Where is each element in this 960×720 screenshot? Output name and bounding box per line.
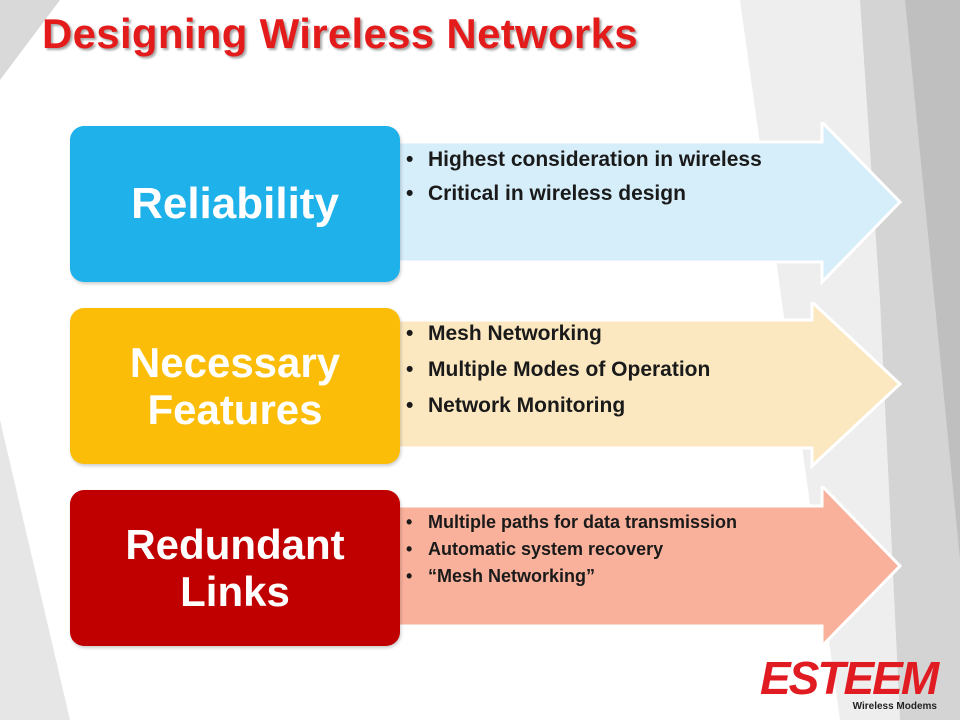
label-text-group: Necessary Features [130,339,340,433]
bullet-text: Critical in wireless design [428,182,686,205]
background-shape-top-left [0,0,60,80]
logo-wordmark: ESTEEM [760,652,939,704]
bullet-item: Critical in wireless design [406,182,806,206]
bullet-item: Multiple Modes of Operation [406,358,836,382]
logo-tagline: Wireless Modems [852,701,937,712]
bullet-text: Mesh Networking [428,322,602,345]
label-line: Links [180,568,290,615]
bullet-item: Multiple paths for data transmission [406,512,806,533]
bullet-list: Mesh Networking Multiple Modes of Operat… [406,322,836,418]
row-redundant-links: Redundant Links Multiple paths for data … [0,486,960,656]
bullet-text: Network Monitoring [428,394,626,417]
label-box-redundant-links: Redundant Links [70,490,400,646]
label-line: Redundant [125,520,345,568]
bullet-text: Highest consideration in wireless [428,148,762,171]
bullet-item: Network Monitoring [406,394,836,418]
label-text: Reliability [131,179,339,229]
background-shape-bottom-left [0,420,70,720]
bullet-text: Multiple paths for data transmission [428,512,738,532]
bullet-list: Multiple paths for data transmission Aut… [406,512,806,587]
row-necessary-features: Necessary Features Mesh Networking Multi… [0,302,960,472]
esteem-logo-icon: ESTEEM Wireless Modems [760,655,945,715]
bullet-text: Automatic system recovery [428,539,664,559]
bullet-text: “Mesh Networking” [428,566,596,586]
slide-title: Designing Wireless Networks [42,10,638,57]
label-box-reliability: Reliability [70,126,400,282]
bullet-item: Mesh Networking [406,322,836,346]
background-shape-right-3 [905,0,960,560]
label-text-group: Redundant Links [125,521,344,615]
bullet-item: “Mesh Networking” [406,566,806,587]
label-line: Necessary [129,338,341,386]
bullet-item: Automatic system recovery [406,539,806,560]
label-box-necessary-features: Necessary Features [70,308,400,464]
label-line: Features [147,386,323,433]
row-reliability: Reliability Highest consideration in wir… [0,122,960,292]
bullet-text: Multiple Modes of Operation [428,358,711,381]
bullet-list: Highest consideration in wireless Critic… [406,148,806,206]
bullet-item: Highest consideration in wireless [406,148,806,172]
